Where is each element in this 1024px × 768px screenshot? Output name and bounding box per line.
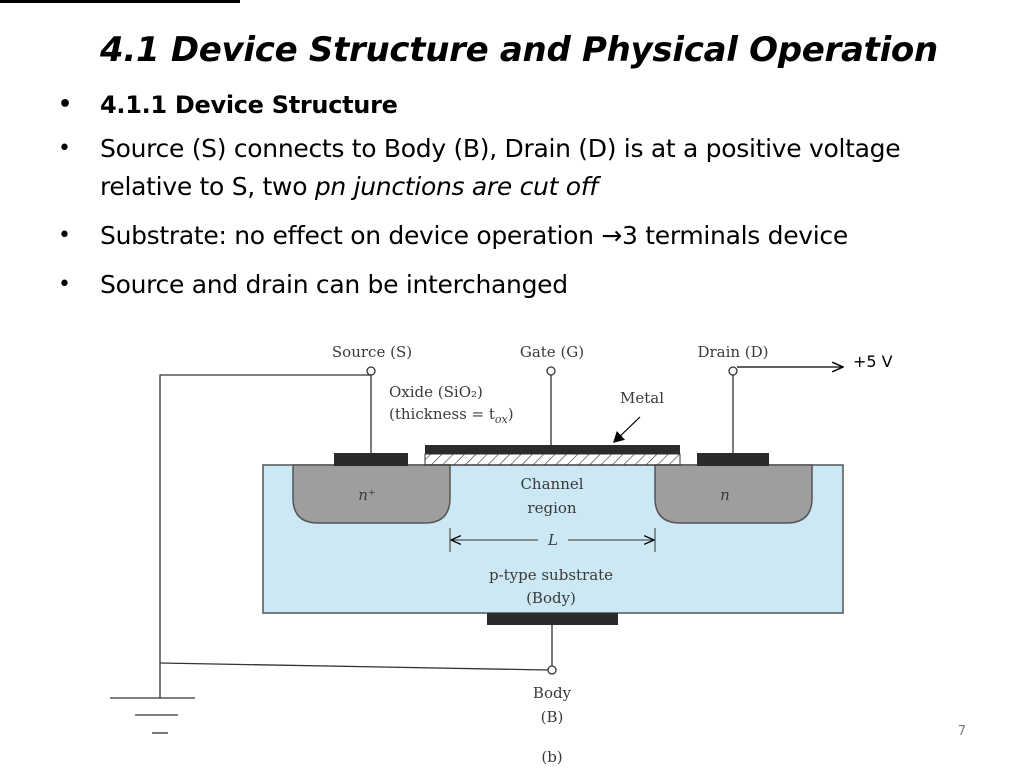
ground-icon xyxy=(110,697,195,734)
bullet-device-structure-text: 4.1.1 Device Structure xyxy=(100,91,398,119)
gate-label: Gate (G) xyxy=(520,343,584,361)
oxide-label: Oxide (SiO₂) xyxy=(389,383,483,401)
metal-label: Metal xyxy=(620,389,664,407)
page-number: 7 xyxy=(957,724,966,739)
substrate-label-line1: p-type substrate xyxy=(489,566,613,584)
metal-pointer-arrow xyxy=(613,416,641,443)
thickness-label-prefix: (thickness = t xyxy=(389,405,495,423)
source-label: Source (S) xyxy=(332,343,412,361)
mosfet-diagram: Source (S) Gate (G) Drain (D) +5 V Oxide… xyxy=(110,343,893,766)
channel-label-line2: region xyxy=(527,499,576,517)
gate-terminal xyxy=(546,366,556,376)
source-body-wire xyxy=(159,374,371,698)
drain-voltage-label: +5 V xyxy=(853,352,893,371)
body-label: Body xyxy=(533,684,572,702)
body-terminal xyxy=(547,665,557,675)
drain-n-region xyxy=(654,464,813,524)
bullet-interchange-text: Source and drain can be interchanged xyxy=(100,270,568,299)
bullet-substrate-text: Substrate: no effect on device operation… xyxy=(100,221,848,250)
source-n-region xyxy=(292,464,451,524)
slide-title: 4.1 Device Structure and Physical Operat… xyxy=(100,30,938,70)
bullet-source-body: Source (S) connects to Body (B), Drain (… xyxy=(58,130,998,206)
channel-label-line1: Channel xyxy=(520,475,583,493)
figure-label: (b) xyxy=(541,748,562,766)
substrate-label-line2: (Body) xyxy=(526,589,576,607)
bullet-interchange: Source and drain can be interchanged xyxy=(58,266,998,304)
top-rule xyxy=(0,0,240,3)
bullet-device-structure: 4.1.1 Device Structure xyxy=(58,86,998,124)
bullet-source-body-text: Source (S) connects to Body (B), Drain (… xyxy=(100,134,901,201)
length-label: L xyxy=(547,531,558,549)
drain-label: Drain (D) xyxy=(697,343,768,361)
thickness-label-close: ) xyxy=(508,405,514,423)
drain-region-label: n xyxy=(720,486,730,504)
oxide-layer xyxy=(424,453,681,466)
bullet-pn-junctions-text: pn junctions are cut off xyxy=(314,172,598,201)
body-abbr-label: (B) xyxy=(541,708,564,726)
bullet-substrate: Substrate: no effect on device operation… xyxy=(58,217,998,255)
drain-contact xyxy=(697,453,769,466)
source-terminal xyxy=(366,366,376,376)
bullet-list: 4.1.1 Device Structure Source (S) connec… xyxy=(58,86,998,315)
body-contact xyxy=(487,613,618,625)
thickness-label-sub: ox xyxy=(495,413,509,426)
source-contact xyxy=(334,453,408,466)
thickness-label: (thickness = tox) xyxy=(389,405,514,426)
source-region-label: n⁺ xyxy=(358,486,376,504)
drain-terminal xyxy=(728,366,738,376)
body-wire xyxy=(159,662,549,671)
metal-gate xyxy=(425,445,680,454)
